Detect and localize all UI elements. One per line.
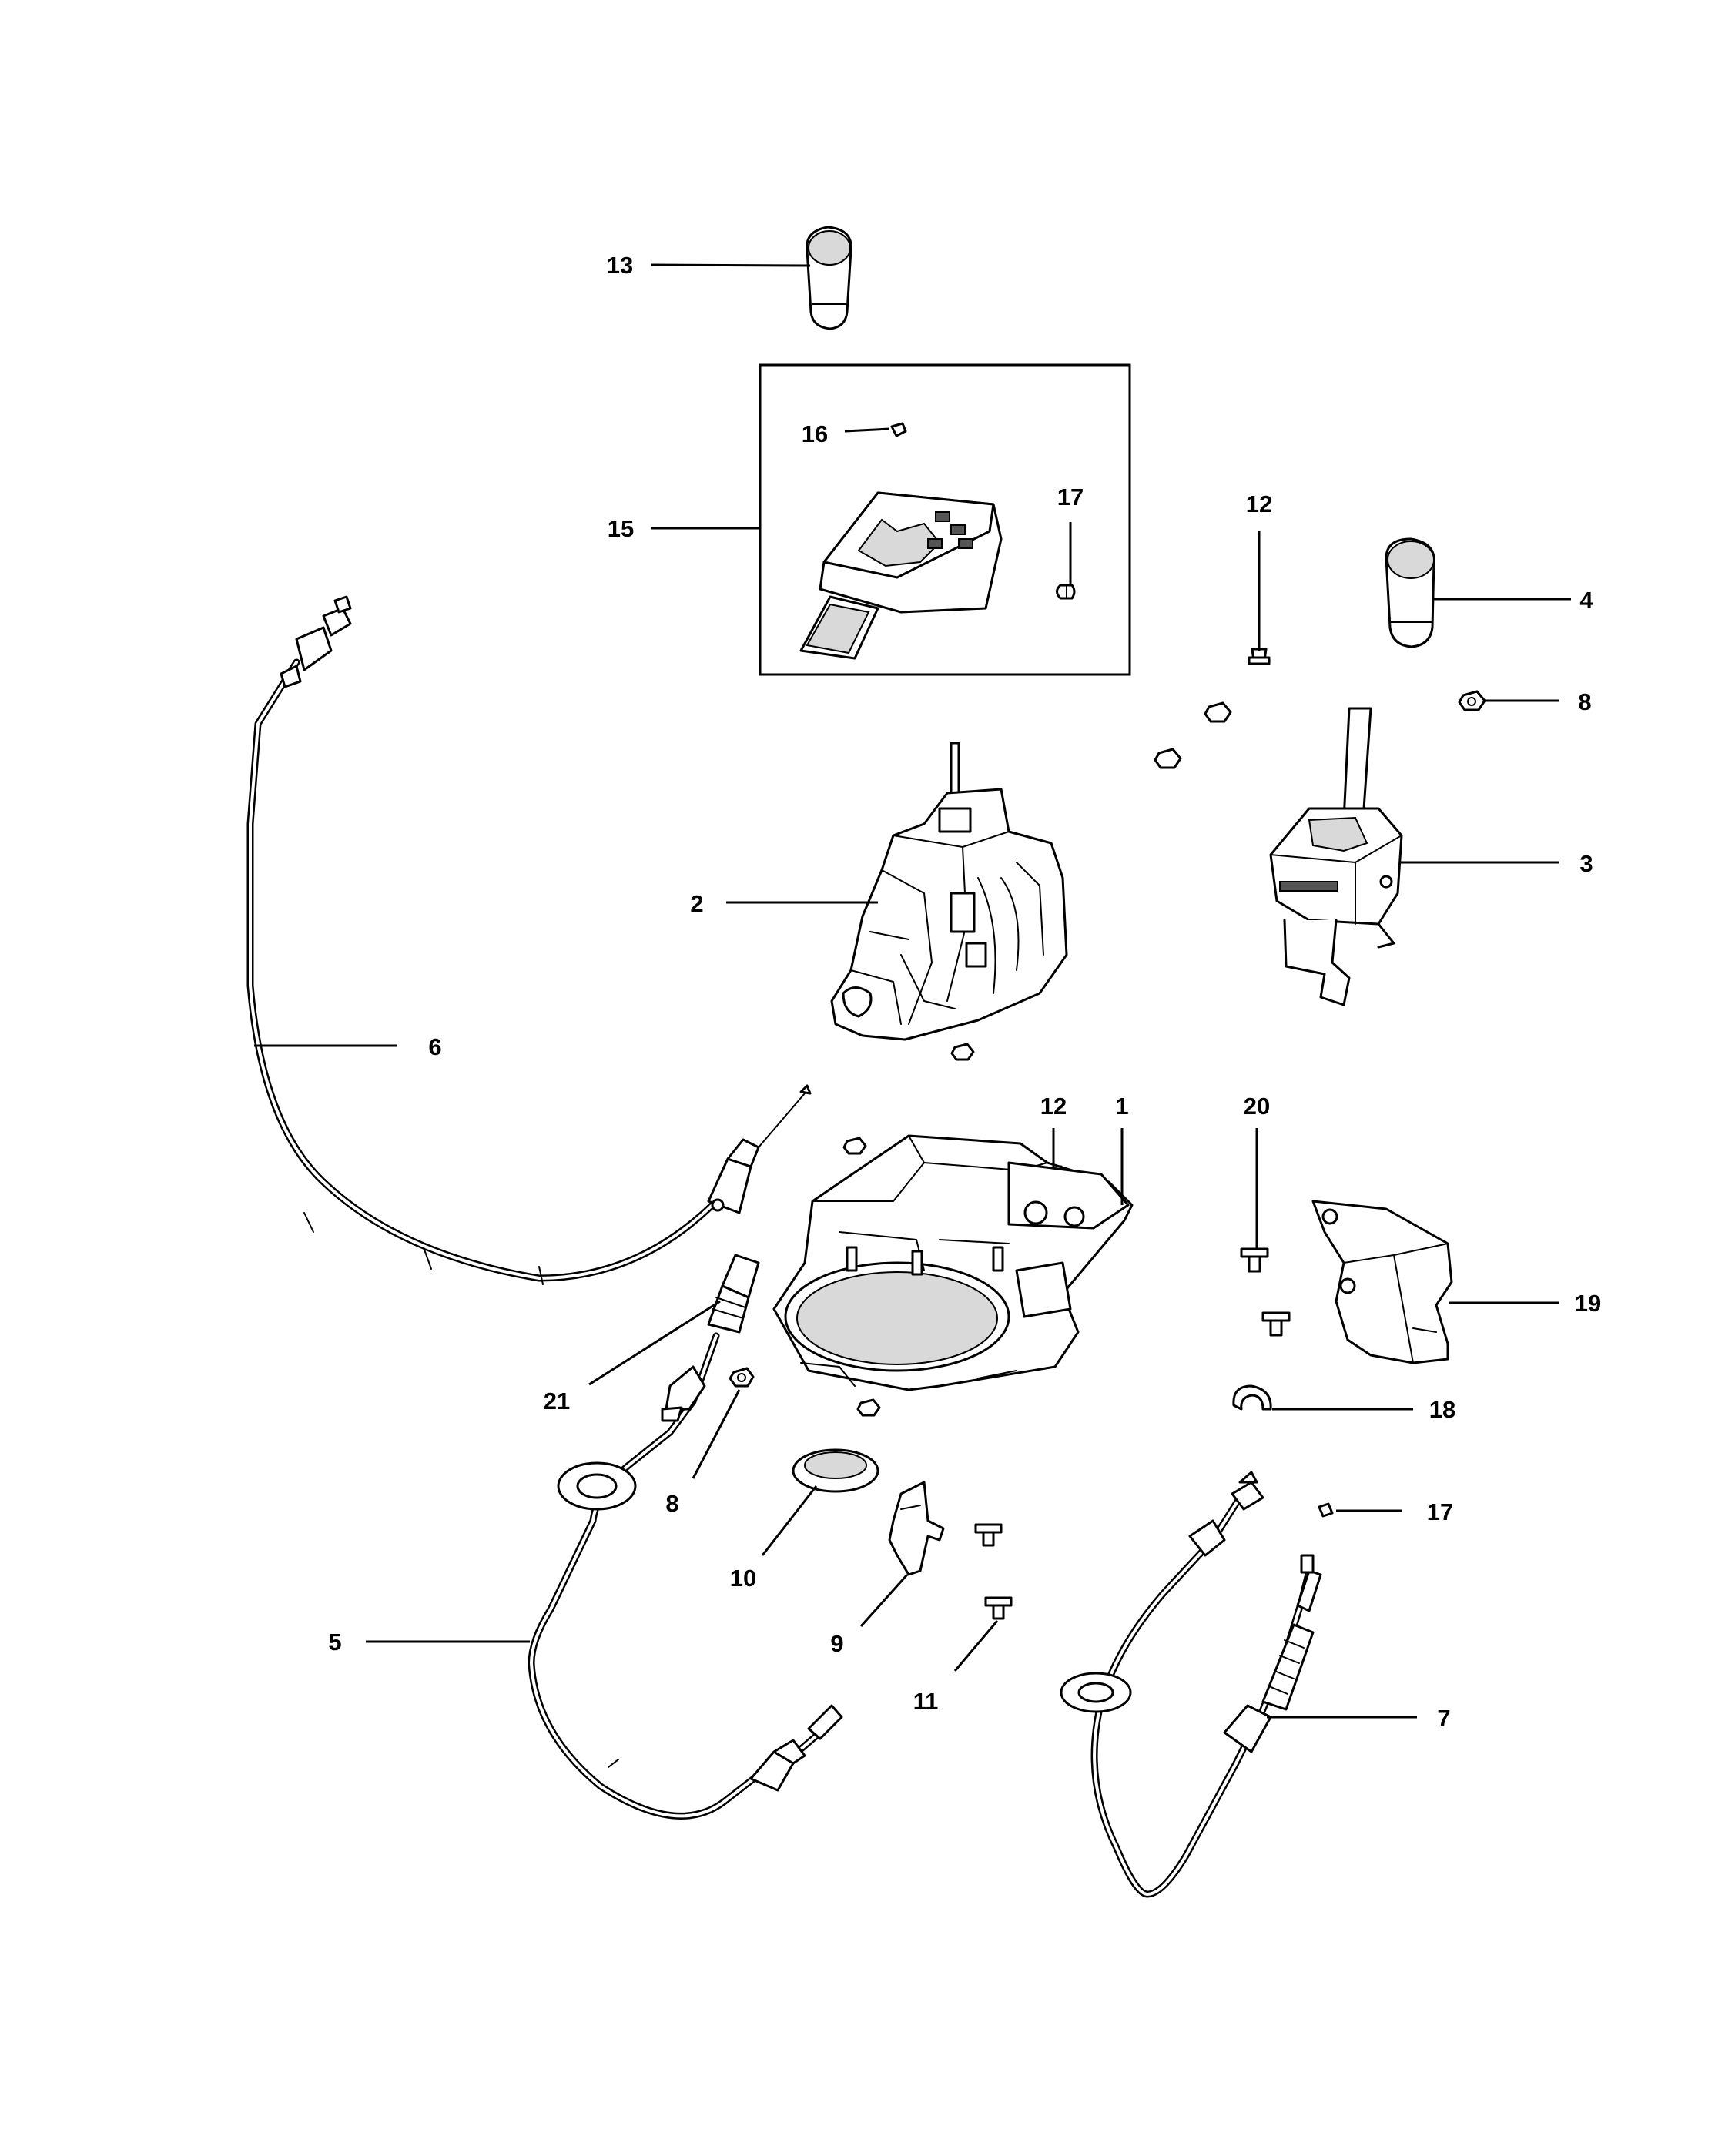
bolt-12-top xyxy=(1248,648,1271,665)
callout-15: 16 xyxy=(802,420,828,447)
bolt-11-a xyxy=(974,1523,1003,1547)
cable-5 xyxy=(528,1332,843,1820)
callout-12-mid: 12 xyxy=(1040,1093,1067,1120)
callout-17: 17 xyxy=(1427,1498,1453,1525)
callout-20: 20 xyxy=(1244,1093,1270,1120)
cable-6 xyxy=(246,595,812,1285)
bracket-19 xyxy=(1311,1200,1453,1364)
bolt-20-b xyxy=(1261,1311,1291,1337)
nut-8-right xyxy=(1458,690,1486,711)
callout-21: 21 xyxy=(544,1388,570,1414)
nut-below-2 xyxy=(950,1043,975,1061)
callout-labels: 13 16 15 17 12 4 8 2 3 6 12 1 20 19 21 1… xyxy=(328,252,1601,1732)
callout-7: 7 xyxy=(1437,1705,1450,1732)
callout-2: 2 xyxy=(690,890,703,917)
callout-5: 5 xyxy=(328,1629,341,1656)
bolt-20-a xyxy=(1240,1247,1269,1273)
nut-8-left xyxy=(729,1367,755,1388)
base-bracket-1 xyxy=(772,1134,1134,1391)
callout-16: 17 xyxy=(1057,484,1084,511)
callout-14: 15 xyxy=(608,515,634,542)
shift-knob-4 xyxy=(1385,537,1435,648)
cable-7 xyxy=(1060,1471,1322,1898)
clip-16 xyxy=(1056,584,1076,600)
nut-below-1 xyxy=(856,1398,881,1417)
callout-13: 13 xyxy=(607,252,633,279)
callout-9: 9 xyxy=(830,1630,843,1657)
shifter-bezel-14 xyxy=(799,491,1003,660)
callout-8-left: 8 xyxy=(665,1490,678,1517)
shift-knob-13 xyxy=(806,226,852,330)
callout-8-right: 8 xyxy=(1578,688,1591,715)
callout-10: 10 xyxy=(730,1565,756,1592)
callout-6: 6 xyxy=(428,1033,441,1060)
kit-box-14 xyxy=(759,363,1131,676)
connector-21 xyxy=(707,1254,760,1334)
shifter-assembly-2 xyxy=(830,742,1068,1041)
leader-lines xyxy=(254,263,1571,1719)
clip-17 xyxy=(1318,1502,1334,1518)
callout-12-top: 12 xyxy=(1246,490,1272,517)
callout-19: 19 xyxy=(1575,1290,1601,1317)
callout-18: 18 xyxy=(1429,1396,1455,1423)
nut-upper-a xyxy=(1204,701,1232,723)
callout-1: 1 xyxy=(1115,1093,1128,1120)
callout-11: 11 xyxy=(913,1688,939,1715)
grommet-10 xyxy=(792,1448,879,1493)
nut-upper-b xyxy=(1154,748,1182,769)
callout-3: 3 xyxy=(1579,850,1593,877)
shifter-3 xyxy=(1269,707,1403,1006)
clip-18 xyxy=(1232,1384,1272,1411)
callout-4: 4 xyxy=(1579,587,1593,614)
bracket-9 xyxy=(888,1481,945,1576)
nut-mid-left xyxy=(842,1137,867,1155)
bolt-11-b xyxy=(984,1596,1013,1620)
clip-15 xyxy=(890,422,907,437)
